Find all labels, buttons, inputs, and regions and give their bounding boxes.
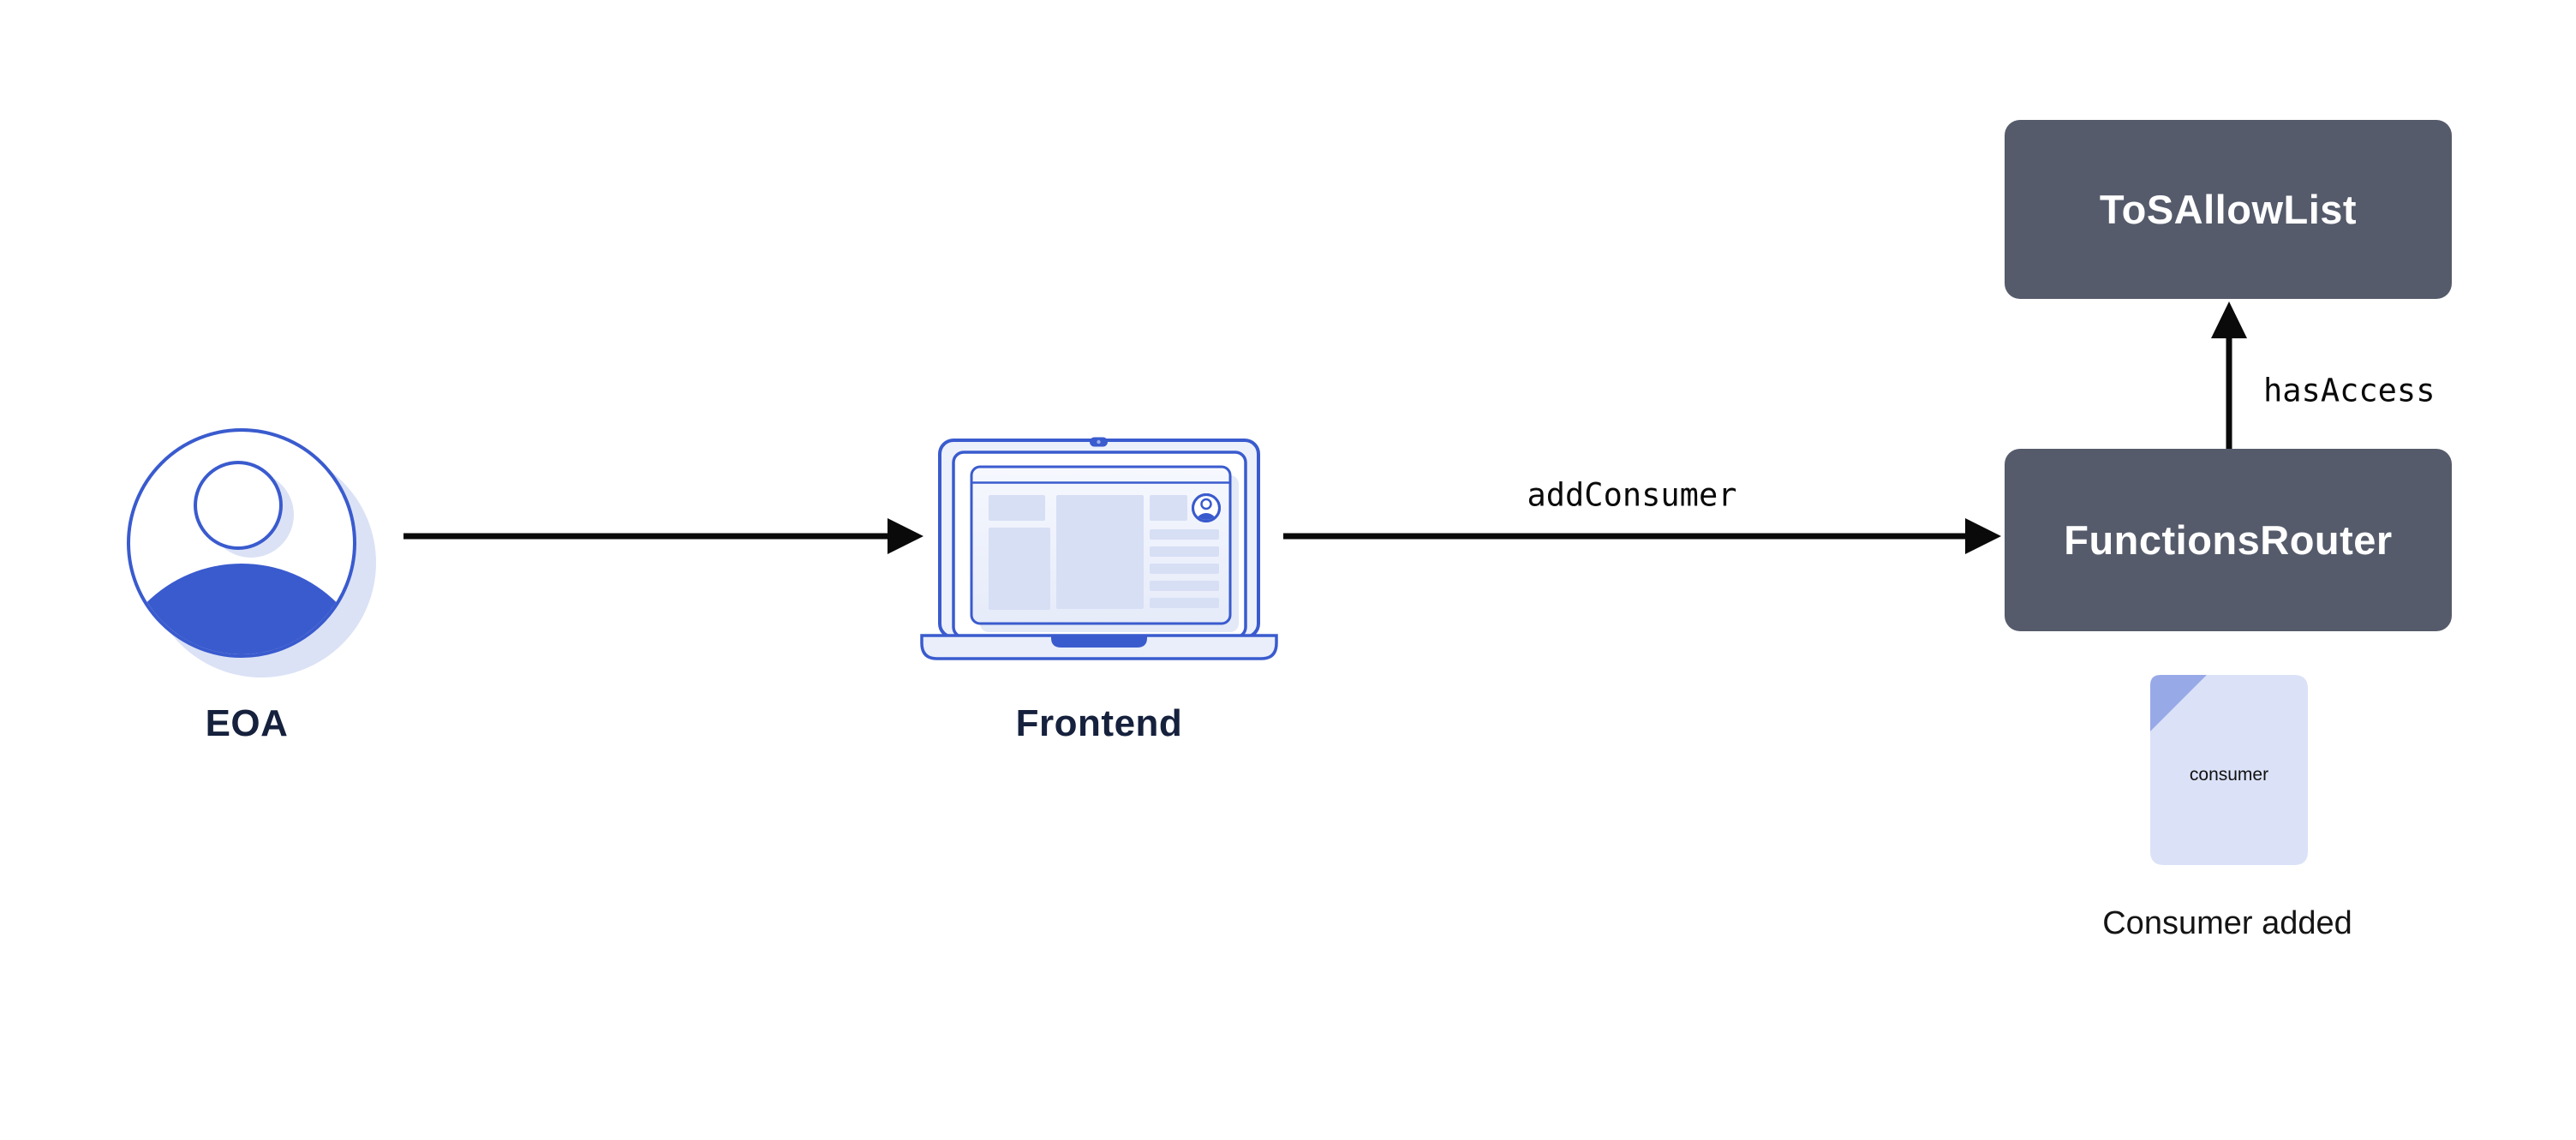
eoa-label: EOA — [205, 702, 289, 744]
node-tosallowlist-label: ToSAllowList — [2099, 187, 2358, 232]
document-file-label: consumer — [2190, 765, 2268, 785]
laptop-browser-icon — [920, 437, 1278, 660]
arrow-frontend-to-functionsrouter — [1283, 518, 2001, 554]
browser-content-blocks — [989, 495, 1219, 610]
edge-label-addconsumer: addConsumer — [1527, 476, 1737, 514]
document-page — [2150, 675, 2308, 865]
user-avatar-icon — [127, 428, 376, 677]
node-functionsrouter: FunctionsRouter — [2005, 449, 2452, 631]
document-fold — [2150, 675, 2207, 731]
frontend-label: Frontend — [1015, 702, 1183, 744]
avatar-shoulders — [130, 564, 353, 654]
document-file-icon: consumer — [2150, 675, 2308, 865]
avatar-head — [194, 461, 283, 550]
edge-label-hasaccess: hasAccess — [2263, 372, 2436, 409]
node-tosallowlist: ToSAllowList — [2005, 120, 2452, 299]
arrow-functionsrouter-to-tosallowlist — [2211, 301, 2247, 449]
laptop-notch — [1051, 636, 1147, 648]
node-functionsrouter-label: FunctionsRouter — [2064, 517, 2393, 563]
consumer-added-caption: Consumer added — [2102, 905, 2352, 941]
browser-user-avatar-icon — [1192, 493, 1221, 522]
arrow-eoa-to-frontend — [403, 518, 923, 554]
